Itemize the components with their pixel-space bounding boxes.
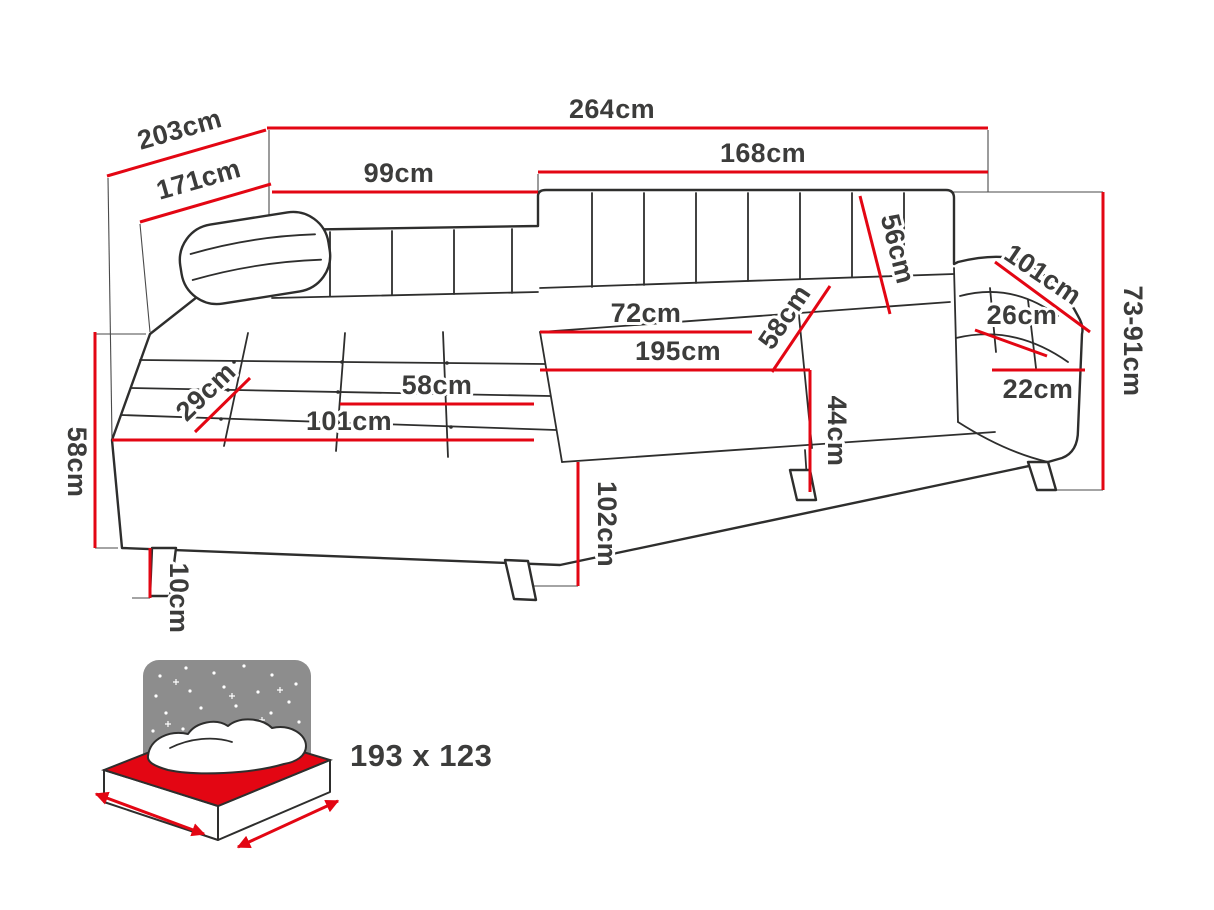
dim-label-armrest-top-width: 26cm <box>987 300 1058 330</box>
sofa-silhouette <box>110 188 1084 567</box>
sleeping-area-size-label: 193 x 123 <box>350 738 492 773</box>
dim-line-chaise-depth-outer <box>139 182 272 224</box>
dim-label-right-section-width: 168cm <box>720 138 806 168</box>
dim-label-chaise-seat-width: 58cm <box>402 370 473 400</box>
dim-label-chaise-depth-front: 102cm <box>592 481 622 567</box>
dim-label-overall-width: 264cm <box>569 94 655 124</box>
construction-lines <box>95 130 1103 599</box>
dim-label-seat-height: 44cm <box>822 396 852 467</box>
dim-label-left-section-width: 99cm <box>364 158 435 188</box>
dim-line-chaise-corner-width <box>193 376 252 434</box>
dim-line-overall-depth <box>106 128 267 178</box>
sofa-drawing <box>110 188 1084 602</box>
dimension-lines <box>93 126 1105 598</box>
dim-label-seat-depth: 72cm <box>611 298 682 328</box>
dim-label-chaise-length: 101cm <box>306 406 392 436</box>
dim-label-height-range: 73-91cm <box>1118 286 1148 397</box>
dim-label-chaise-height: 58cm <box>62 427 92 498</box>
bed-pillow-seam <box>169 737 233 749</box>
sofa-legs <box>148 460 1058 602</box>
dim-label-seat-length: 195cm <box>635 336 721 366</box>
chaise-quilting <box>120 331 557 458</box>
dim-label-leg-height: 10cm <box>164 563 194 634</box>
dim-label-chaise-depth-outer: 171cm <box>153 153 244 206</box>
bed-width-arrow <box>94 791 206 837</box>
dim-line-seat-width-diagonal <box>770 285 832 373</box>
bed-duvet <box>146 718 307 775</box>
dim-line-armrest-top-width <box>974 328 1048 358</box>
headrest-cushion <box>178 210 332 306</box>
dim-line-armrest-length <box>994 260 1091 334</box>
bed-length-arrow <box>236 799 340 849</box>
dim-line-backrest-height <box>858 195 892 315</box>
dim-label-overall-depth: 203cm <box>134 103 225 156</box>
sleeping-area-pictogram: 193 x 123 <box>94 660 492 849</box>
dim-label-armrest-width: 22cm <box>1003 374 1074 404</box>
